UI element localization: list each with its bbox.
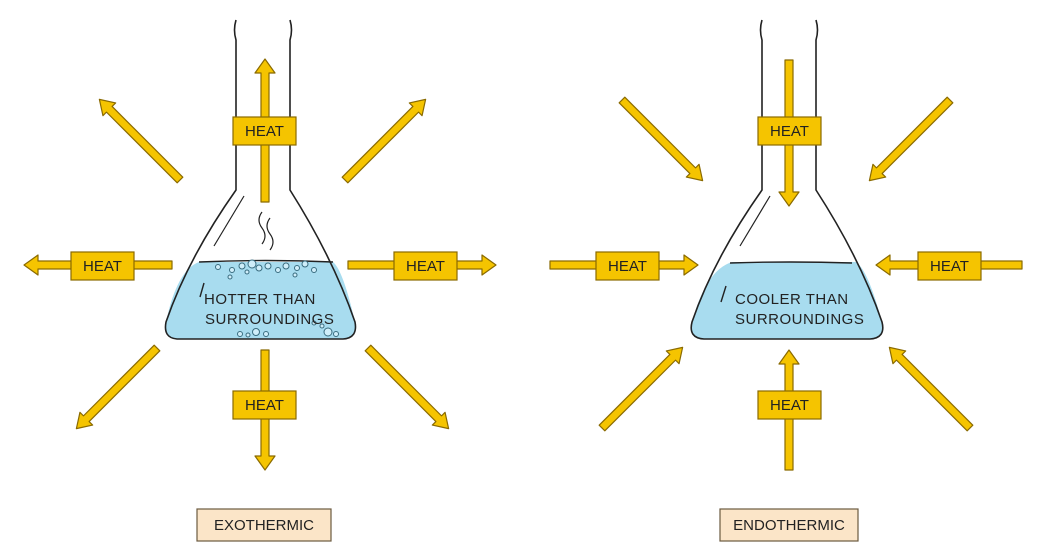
- endothermic-flask-text-line2: SURROUNDINGS: [735, 311, 864, 328]
- endothermic-flask-outline: [690, 19, 884, 340]
- heat-label-box: [757, 390, 822, 420]
- arrow-diagonal-icon: [75, 344, 161, 430]
- heat-label: HEAT: [770, 397, 809, 414]
- exothermic-label: EXOTHERMIC: [214, 517, 314, 534]
- heat-label: HEAT: [245, 123, 284, 140]
- endothermic-label: ENDOTHERMIC: [733, 517, 845, 534]
- endothermic-glass-shine-2: [739, 195, 771, 247]
- arrow-diagonal-icon: [364, 344, 450, 430]
- endothermic-caption: ENDOTHERMIC: [719, 508, 859, 542]
- exothermic-arrow-left: HEAT: [23, 251, 173, 281]
- endothermic-liquid-surface: [729, 261, 853, 264]
- heat-label: HEAT: [83, 258, 122, 275]
- exothermic-liquid-surface: [198, 259, 334, 263]
- exothermic-flask-outline: [164, 19, 357, 340]
- steam-wisp-icon: [266, 217, 274, 251]
- heat-label: HEAT: [245, 397, 284, 414]
- exothermic-flask: HOTTER THAN SURROUNDINGS: [164, 19, 357, 340]
- arrow-diagonal-icon: [888, 346, 974, 432]
- heat-label-box: [917, 251, 982, 281]
- exothermic-arrow-right: HEAT: [347, 251, 497, 281]
- exothermic-caption: EXOTHERMIC: [196, 508, 332, 542]
- exothermic-arrow-down: HEAT: [232, 349, 297, 471]
- heat-label-box: [393, 251, 458, 281]
- endothermic-liquid: [691, 262, 883, 339]
- heat-label-box: [232, 116, 297, 146]
- steam-wisp-icon: [258, 211, 266, 245]
- endothermic-flask: COOLER THAN SURROUNDINGS: [690, 19, 884, 340]
- endothermic-diagonal-arrows: [598, 96, 974, 432]
- caption-box: [719, 508, 859, 542]
- endothermic-arrow-from-right: HEAT: [875, 251, 1023, 281]
- heat-label: HEAT: [608, 258, 647, 275]
- heat-label-box: [757, 116, 822, 146]
- heat-label: HEAT: [930, 258, 969, 275]
- arrow-diagonal-icon: [618, 96, 704, 182]
- endothermic-panel: COOLER THAN SURROUNDINGS HEAT HEAT HEAT …: [549, 19, 1023, 542]
- exothermic-diagonal-arrows: [75, 98, 450, 430]
- exothermic-liquid: [165, 262, 356, 339]
- exothermic-flask-text-line1: HOTTER THAN: [204, 291, 316, 308]
- heat-label: HEAT: [770, 123, 809, 140]
- heat-label-box: [595, 251, 660, 281]
- exothermic-flask-text-line2: SURROUNDINGS: [205, 311, 334, 328]
- endothermic-arrow-down: HEAT: [757, 59, 822, 207]
- exothermic-panel: HOTTER THAN SURROUNDINGS HEAT HEAT HEAT …: [23, 19, 497, 542]
- endothermic-glass-shine: [720, 285, 727, 303]
- arrow-diagonal-icon: [868, 96, 954, 182]
- bubbles-icon: [215, 259, 339, 338]
- exothermic-arrow-up: HEAT: [232, 58, 297, 203]
- heat-label-box: [232, 390, 297, 420]
- arrow-diagonal-icon: [598, 346, 684, 432]
- heat-label: HEAT: [406, 258, 445, 275]
- endothermic-arrow-from-left: HEAT: [549, 251, 699, 281]
- arrow-diagonal-icon: [341, 98, 427, 184]
- endothermic-flask-text-line1: COOLER THAN: [735, 291, 849, 308]
- caption-box: [196, 508, 332, 542]
- exothermic-glass-shine: [199, 282, 205, 298]
- exothermic-glass-shine-2: [213, 195, 245, 247]
- arrow-diagonal-icon: [98, 98, 184, 184]
- heat-label-box: [70, 251, 135, 281]
- endothermic-arrow-up: HEAT: [757, 349, 822, 471]
